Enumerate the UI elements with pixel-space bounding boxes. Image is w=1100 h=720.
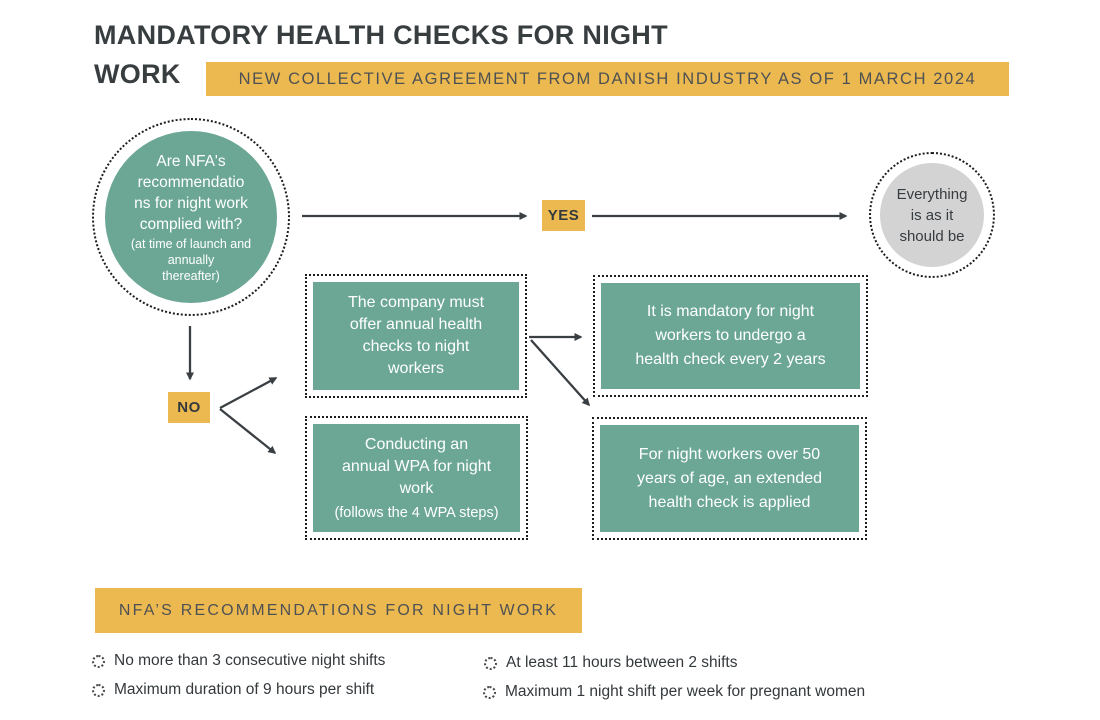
recommendations-banner: NFA’S RECOMMENDATIONS FOR NIGHT WORK	[95, 588, 582, 633]
box-over-50-extended-check: For night workers over 50 years of age, …	[592, 417, 867, 540]
box-offer-annual-checks-text: The company must offer annual health che…	[347, 294, 485, 377]
box-mandatory-every-2-years: It is mandatory for night workers to und…	[593, 275, 868, 397]
outcome-circle: Everything is as it should be	[869, 152, 995, 278]
box-offer-annual-checks: The company must offer annual health che…	[305, 274, 527, 398]
question-circle: Are NFA's recommendatio ns for night wor…	[92, 118, 290, 316]
page-title-line1: MANDATORY HEALTH CHECKS FOR NIGHT	[94, 20, 668, 50]
dotted-circle-bullet-icon	[92, 654, 105, 668]
recommendation-text: At least 11 hours between 2 shifts	[506, 654, 738, 671]
outcome-circle-fill: Everything is as it should be	[880, 163, 984, 267]
arrow-offer-to-over50	[530, 339, 590, 407]
dotted-circle-bullet-icon	[483, 685, 496, 699]
recommendation-text: Maximum 1 night shift per week for pregn…	[505, 683, 866, 700]
question-circle-text: Are NFA's recommendatio ns for night wor…	[134, 152, 248, 233]
list-item: Maximum 1 night shift per week for pregn…	[483, 682, 865, 702]
box-mandatory-every-2-years-fill: It is mandatory for night workers to und…	[601, 283, 860, 389]
list-item: No more than 3 consecutive night shifts	[92, 651, 385, 671]
box-over-50-extended-check-fill: For night workers over 50 years of age, …	[600, 425, 859, 532]
box-offer-annual-checks-fill: The company must offer annual health che…	[313, 282, 519, 390]
box-mandatory-every-2-years-text: It is mandatory for night workers to und…	[635, 303, 826, 368]
box-annual-wpa-text: Conducting an annual WPA for night work	[341, 435, 492, 497]
arrow-no-to-offer-checks	[219, 376, 278, 410]
box-annual-wpa-note: (follows the 4 WPA steps)	[334, 504, 499, 521]
box-annual-wpa-fill: Conducting an annual WPA for night work …	[313, 424, 520, 532]
question-circle-note: (at time of launch and annually thereaft…	[130, 236, 252, 283]
yes-label: YES	[542, 200, 585, 231]
box-over-50-extended-check-text: For night workers over 50 years of age, …	[636, 445, 823, 511]
question-circle-fill: Are NFA's recommendatio ns for night wor…	[105, 131, 277, 303]
no-label: NO	[168, 392, 210, 423]
recommendation-text: No more than 3 consecutive night shifts	[114, 652, 386, 669]
outcome-circle-text: Everything is as it should be	[896, 185, 968, 245]
list-item: Maximum duration of 9 hours per shift	[92, 680, 374, 700]
list-item: At least 11 hours between 2 shifts	[484, 653, 738, 673]
subtitle-banner: NEW COLLECTIVE AGREEMENT FROM DANISH IND…	[206, 62, 1009, 96]
arrow-no-to-wpa	[219, 408, 277, 454]
box-annual-wpa: Conducting an annual WPA for night work …	[305, 416, 528, 540]
dotted-circle-bullet-icon	[484, 656, 497, 670]
dotted-circle-bullet-icon	[92, 683, 105, 697]
recommendation-text: Maximum duration of 9 hours per shift	[114, 681, 375, 698]
page-title-line2: WORK	[94, 59, 181, 89]
